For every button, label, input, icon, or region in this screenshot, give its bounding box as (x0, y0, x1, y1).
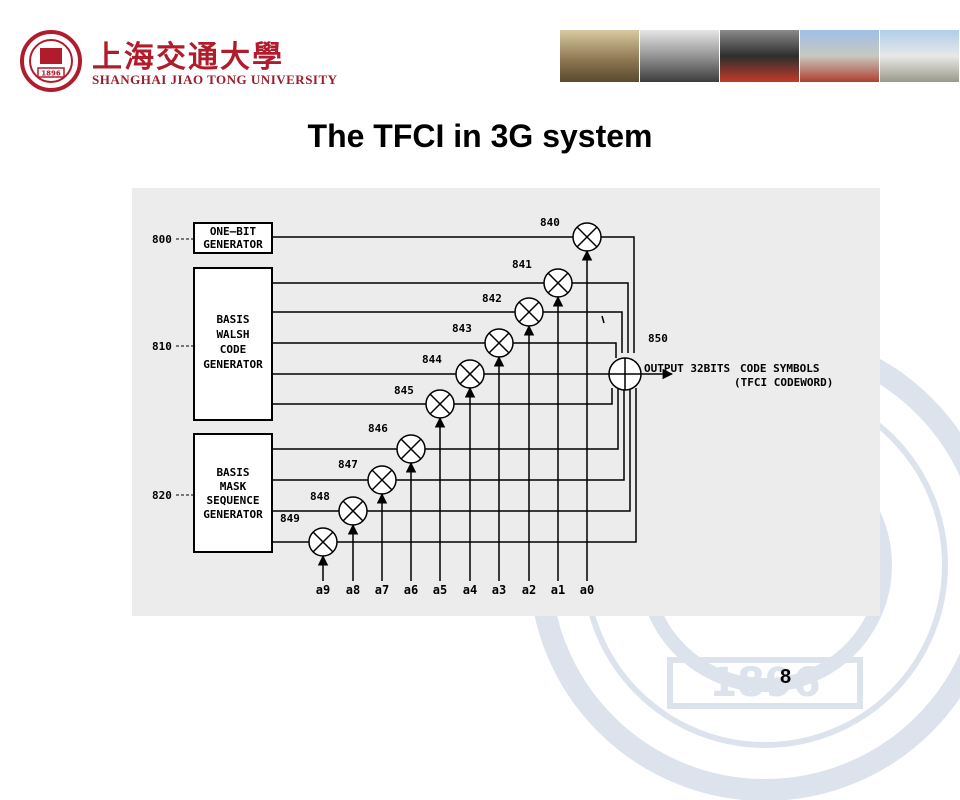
walsh-label-3: CODE (220, 343, 247, 356)
seal-year: 1896 (41, 70, 61, 78)
page-number: 8 (780, 666, 792, 688)
ref-849: 849 (280, 512, 300, 525)
campus-photo-4 (800, 30, 880, 82)
seal-icon: 1896 (20, 30, 82, 92)
walsh-code-generator-block (193, 267, 273, 421)
university-logo: 1896 上海交通大學 SHANGHAI JIAO TONG UNIVERSIT… (20, 30, 337, 94)
logo-chinese-name: 上海交通大學 (92, 40, 284, 75)
mask-sequence-generator-block (193, 433, 273, 553)
ref-843: 843 (452, 322, 472, 335)
one-bit-label-1: ONE–BIT (210, 225, 257, 238)
code-symbols-label: CODE SYMBOLS (740, 362, 819, 375)
one-bit-generator-block (193, 222, 273, 254)
mask-label-4: GENERATOR (203, 508, 263, 521)
walsh-label-4: GENERATOR (203, 358, 263, 371)
logo-english-name: SHANGHAI JIAO TONG UNIVERSITY (92, 72, 338, 87)
mask-label-1: BASIS (216, 466, 249, 479)
input-a0: a0 (580, 583, 594, 597)
ref-844: 844 (422, 353, 442, 366)
ref-846: 846 (368, 422, 388, 435)
input-a5: a5 (433, 583, 447, 597)
tfci-encoder-diagram: ONE–BIT GENERATOR BASIS WALSH CODE GENER… (132, 188, 880, 616)
walsh-label-2: WALSH (216, 328, 249, 341)
input-a4: a4 (463, 583, 477, 597)
campus-photo-3 (720, 30, 800, 82)
input-a7: a7 (375, 583, 389, 597)
ref-840: 840 (540, 216, 560, 229)
input-a1: a1 (551, 583, 565, 597)
campus-photo-5 (880, 30, 960, 82)
one-bit-label-2: GENERATOR (203, 238, 263, 251)
ref-845: 845 (394, 384, 414, 397)
ref-842: 842 (482, 292, 502, 305)
ref-820: 820 (152, 489, 172, 502)
mask-label-3: SEQUENCE (207, 494, 260, 507)
input-a8: a8 (346, 583, 360, 597)
ref-841: 841 (512, 258, 532, 271)
ref-847: 847 (338, 458, 358, 471)
ref-810: 810 (152, 340, 172, 353)
ref-850: 850 (648, 332, 668, 345)
input-a6: a6 (404, 583, 418, 597)
mask-label-2: MASK (220, 480, 247, 493)
input-a2: a2 (522, 583, 536, 597)
watermark-year: 1896 (709, 660, 820, 706)
slide-title: The TFCI in 3G system (307, 118, 653, 154)
campus-photo-strip (560, 30, 960, 82)
tfci-codeword-label: (TFCI CODEWORD) (734, 376, 833, 389)
input-a9: a9 (316, 583, 330, 597)
walsh-label-1: BASIS (216, 313, 249, 326)
ref-800: 800 (152, 233, 172, 246)
ref-848: 848 (310, 490, 330, 503)
input-a3: a3 (492, 583, 506, 597)
output-bits-label: OUTPUT 32BITS (644, 362, 730, 375)
campus-photo-1 (560, 30, 640, 82)
campus-photo-2 (640, 30, 720, 82)
